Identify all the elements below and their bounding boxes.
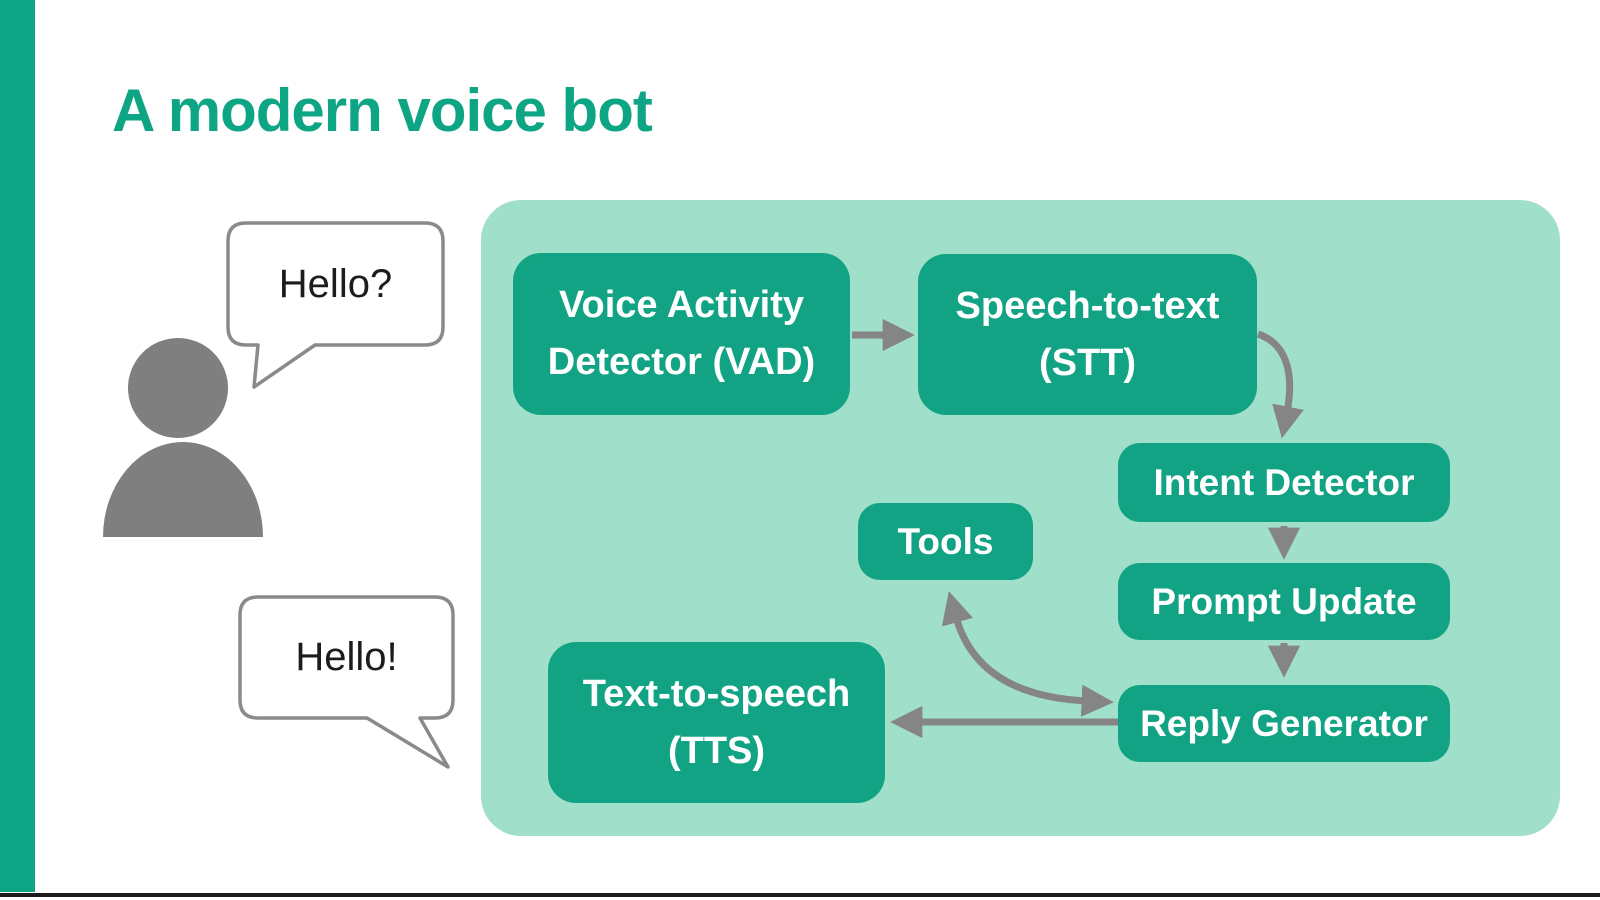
- node-intent-detector: Intent Detector: [1118, 443, 1450, 522]
- bubble-text-question: Hello?: [278, 261, 393, 306]
- person-icon: [103, 338, 263, 537]
- bubble-text-exclaim: Hello!: [295, 635, 398, 679]
- node-prompt-update: Prompt Update: [1118, 563, 1450, 640]
- node-reply-generator: Reply Generator: [1118, 685, 1450, 762]
- node-speech-to-text: Speech-to-text (STT): [918, 254, 1257, 415]
- node-text-to-speech: Text-to-speech (TTS): [548, 642, 885, 803]
- node-voice-activity-detector: Voice Activity Detector (VAD): [513, 253, 850, 415]
- bottom-rule: [0, 893, 1600, 897]
- page-title: A modern voice bot: [112, 77, 653, 144]
- left-accent-bar: [0, 0, 35, 892]
- node-tools: Tools: [858, 503, 1033, 580]
